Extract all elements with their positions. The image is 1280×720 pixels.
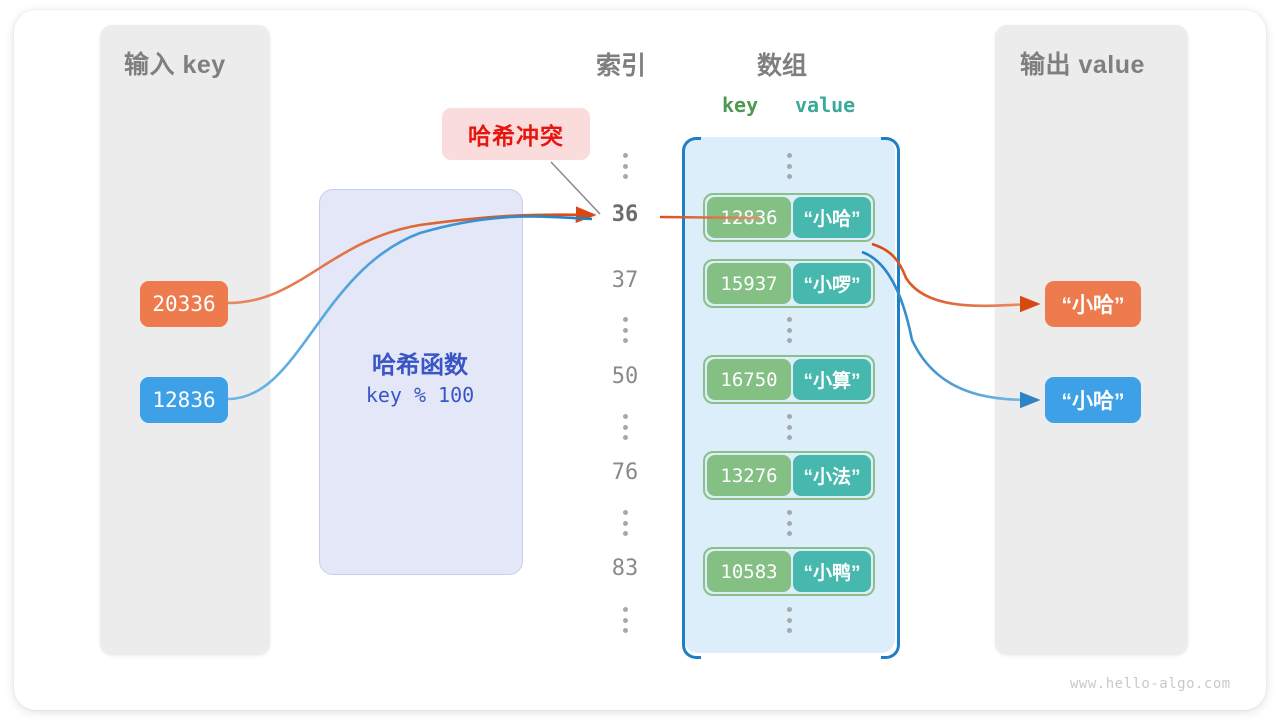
array-entry-key: 10583	[707, 551, 791, 592]
array-entry-key: 13276	[707, 455, 791, 496]
array-left-bracket	[682, 137, 701, 659]
index-ellipsis	[621, 153, 629, 179]
array-entry: 13276“小法”	[703, 451, 875, 500]
output-value-pill: “小哈”	[1045, 377, 1141, 423]
key-column-label: key	[722, 93, 759, 117]
array-ellipsis	[785, 414, 793, 440]
array-ellipsis	[785, 510, 793, 536]
hash-function-title: 哈希函数	[372, 352, 468, 379]
array-entry-key: 12836	[707, 197, 791, 238]
index-ellipsis	[621, 510, 629, 536]
array-ellipsis	[785, 317, 793, 343]
input-panel-title: 输入 key	[124, 51, 226, 79]
array-ellipsis	[785, 607, 793, 633]
input-key-panel	[100, 25, 270, 655]
array-entry-value: “小鸭”	[793, 551, 871, 592]
input-key-pill: 20336	[140, 281, 228, 327]
hash-collision-callout-bg	[442, 108, 590, 160]
output-value-pill: “小哈”	[1045, 281, 1141, 327]
array-entry-value: “小法”	[793, 455, 871, 496]
array-column-heading: 数组	[757, 52, 808, 80]
index-label-50: 50	[611, 364, 639, 389]
index-label-37: 37	[611, 268, 639, 293]
index-ellipsis	[621, 317, 629, 343]
input-key-pill: 12836	[140, 377, 228, 423]
value-column-label: value	[795, 93, 856, 117]
hash-function-box	[319, 189, 523, 575]
output-value-panel	[995, 25, 1188, 655]
index-ellipsis	[621, 414, 629, 440]
hash-function-formula: key % 100	[365, 383, 475, 407]
array-entry-value: “小算”	[793, 359, 871, 400]
hash-collision-label: 哈希冲突	[468, 123, 564, 149]
array-ellipsis	[785, 153, 793, 179]
index-label-36: 36	[611, 202, 639, 227]
index-column-heading: 索引	[596, 52, 647, 80]
index-label-76: 76	[611, 460, 639, 485]
watermark: www.hello-algo.com	[1070, 676, 1231, 692]
array-entry: 16750“小算”	[703, 355, 875, 404]
array-entry: 12836“小哈”	[703, 193, 875, 242]
array-entry-key: 15937	[707, 263, 791, 304]
array-entry: 10583“小鸭”	[703, 547, 875, 596]
array-entry: 15937“小啰”	[703, 259, 875, 308]
index-ellipsis	[621, 607, 629, 633]
index-label-83: 83	[611, 556, 639, 581]
array-right-bracket	[881, 137, 900, 659]
array-entry-key: 16750	[707, 359, 791, 400]
array-entry-value: “小哈”	[793, 197, 871, 238]
array-entry-value: “小啰”	[793, 263, 871, 304]
output-panel-title: 输出 value	[1020, 51, 1145, 79]
